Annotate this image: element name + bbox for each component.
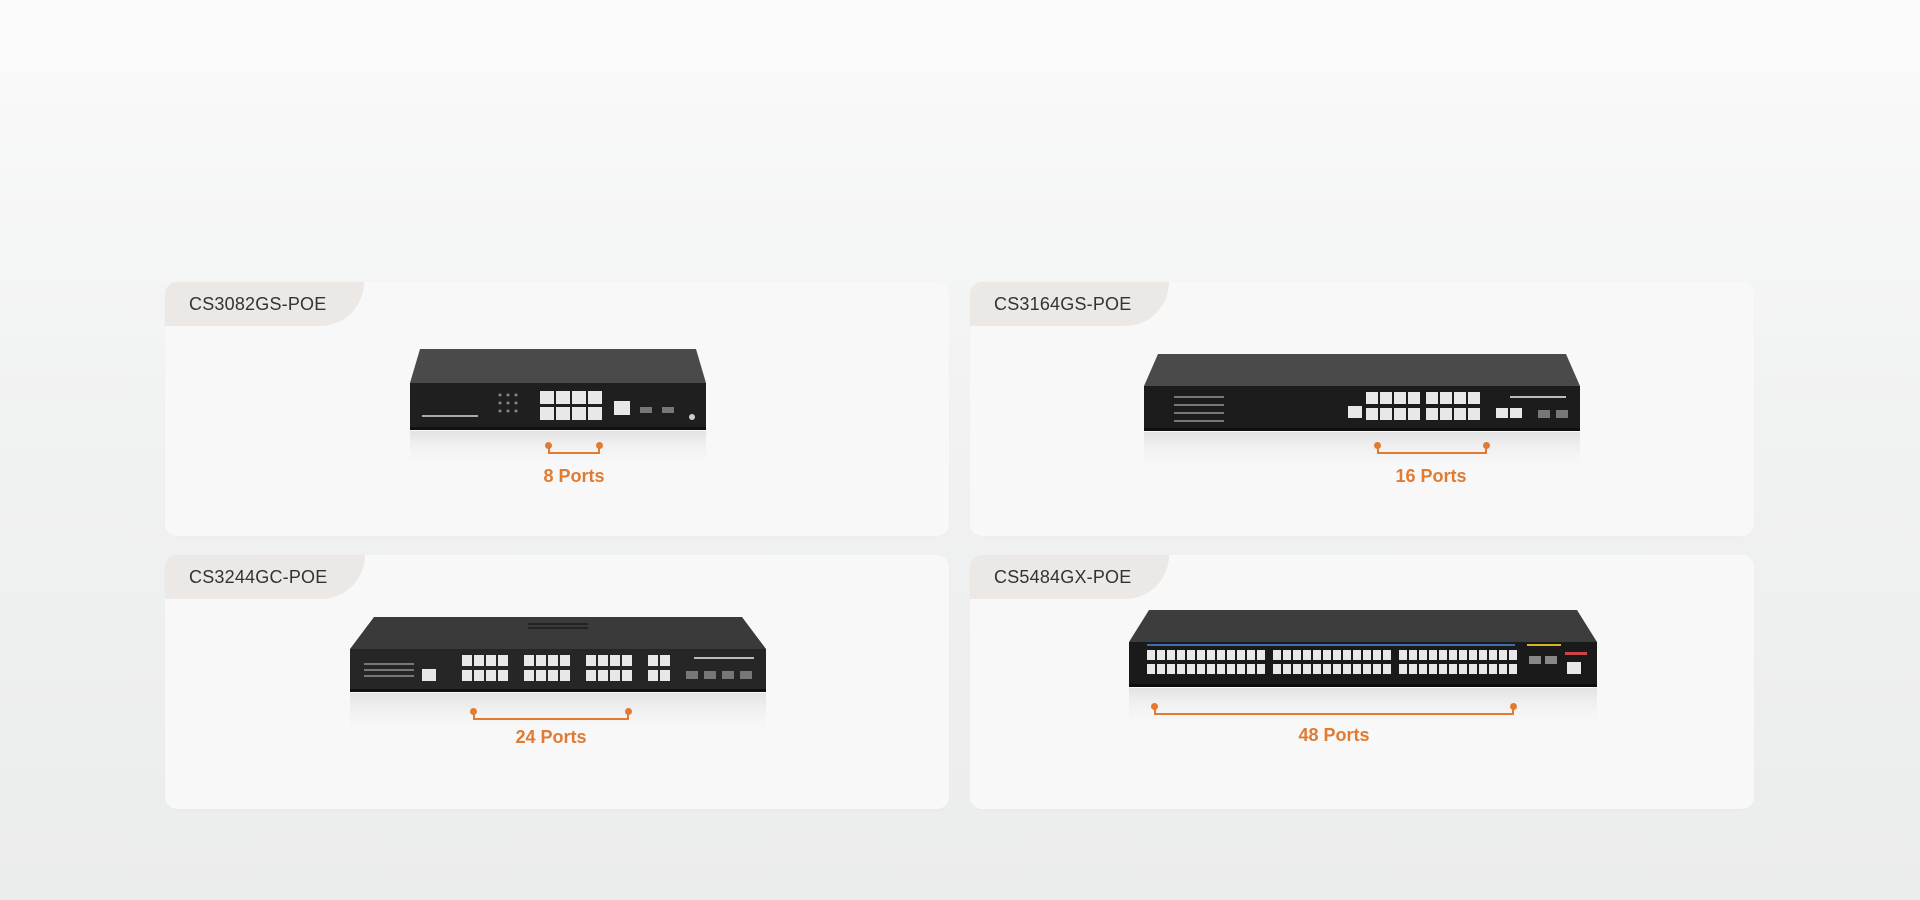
bracket-marker [1151, 703, 1517, 715]
product-card-cs3244gc-poe[interactable]: CS3244GC-POE [165, 555, 949, 809]
switch-device-image [1142, 352, 1582, 482]
product-card-cs3164gs-poe[interactable]: CS3164GS-POE [970, 282, 1754, 536]
bracket-marker [470, 708, 632, 720]
model-tag: CS3164GS-POE [970, 282, 1170, 326]
ports-label: 24 Ports [515, 727, 587, 747]
model-tag: CS5484GX-POE [970, 555, 1170, 599]
ports-label: 8 Ports [543, 466, 605, 486]
product-card-cs3082gs-poe[interactable]: CS3082GS-POE [165, 282, 949, 536]
switch-device-image [348, 615, 768, 745]
bracket-marker [545, 442, 603, 454]
ports-label: 16 Ports [1395, 466, 1467, 486]
model-tag: CS3244GC-POE [165, 555, 366, 599]
ports-label: 48 Ports [1298, 725, 1370, 745]
model-tag: CS3082GS-POE [165, 282, 365, 326]
product-card-cs5484gx-poe[interactable]: CS5484GX-POE [970, 555, 1754, 809]
switch-device-image [1127, 608, 1599, 738]
switch-device-image [408, 347, 708, 477]
bracket-marker [1374, 442, 1490, 454]
